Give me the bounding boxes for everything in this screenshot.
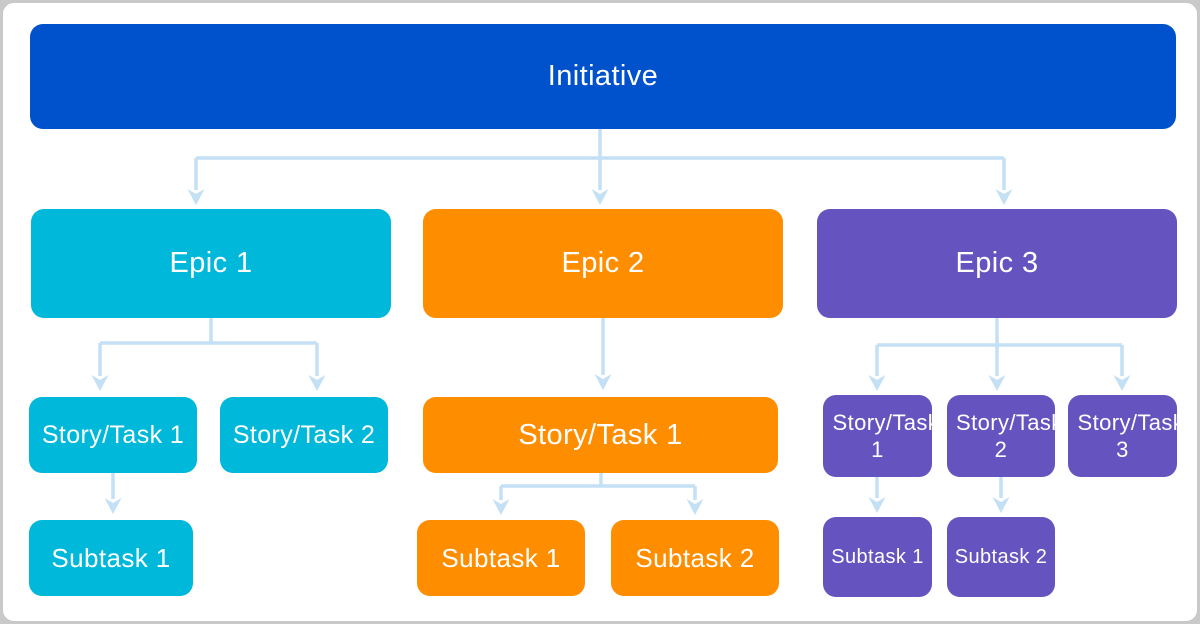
epic3-subtask-1-node: Subtask 1 [823,517,932,597]
epic3-story-task-1-node: Story/Task 1 [823,395,940,477]
epic-3-node: Epic 3 [817,209,1177,318]
epic1-subtask-1-node: Subtask 1 [29,520,193,596]
epic2-subtask-1-node: Subtask 1 [417,520,585,596]
epic3-story-task-3-label: Story/Task 3 [1077,409,1185,463]
epic-2-node: Epic 2 [423,209,783,318]
epic2-story-task-1-node: Story/Task 1 [423,397,778,473]
epic3-story-task-1-label: Story/Task 1 [832,409,940,463]
epic3-story-task-2-node: Story/Task 2 [947,395,1063,477]
epic2-subtask-2-node: Subtask 2 [611,520,779,596]
epic3-story-task-2-label: Story/Task 2 [956,409,1063,463]
epic1-story-task-2-node: Story/Task 2 [220,397,388,473]
epic1-story-task-1-node: Story/Task 1 [29,397,197,473]
epic3-subtask-2-node: Subtask 2 [947,517,1055,597]
epic3-story-task-3-node: Story/Task 3 [1068,395,1185,477]
epic-1-node: Epic 1 [31,209,391,318]
initiative-node: Initiative [30,24,1176,129]
